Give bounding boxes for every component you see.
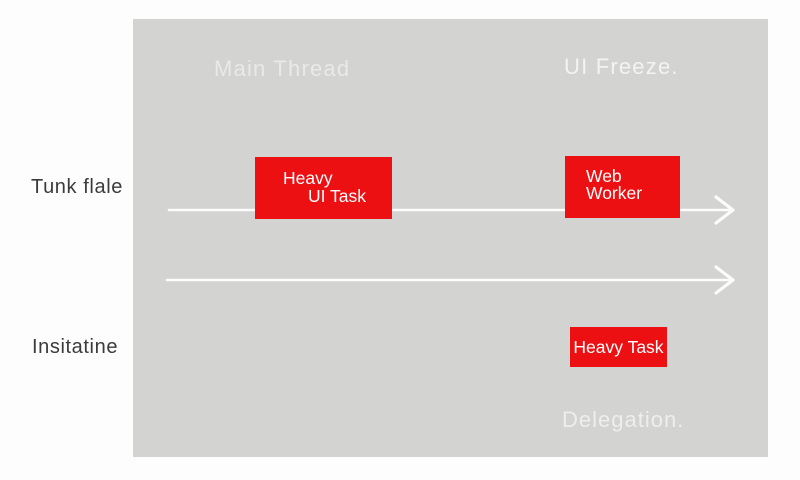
side-label-bottom: Insitatine — [32, 336, 119, 358]
delegation-label: Delegation. — [562, 407, 685, 432]
diagram-panel — [133, 19, 768, 457]
main-thread-label: Main Thread — [214, 56, 351, 81]
web-worker-box: Web Worker — [565, 156, 680, 218]
heavy-ui-task-line2: UI Task — [308, 186, 367, 206]
heavy-task-label: Heavy Task — [573, 337, 664, 357]
web-worker-line1: Web — [586, 166, 622, 186]
side-label-top: Tunk flale — [31, 176, 123, 198]
heavy-task-box: Heavy Task — [570, 327, 667, 367]
web-worker-line2: Worker — [586, 183, 643, 203]
heavy-ui-task-line1: Heavy — [283, 168, 333, 188]
heavy-ui-task-box: Heavy UI Task — [255, 157, 392, 219]
arrow-right-worker-thread — [165, 265, 735, 295]
ui-freeze-label: UI Freeze. — [564, 54, 679, 79]
